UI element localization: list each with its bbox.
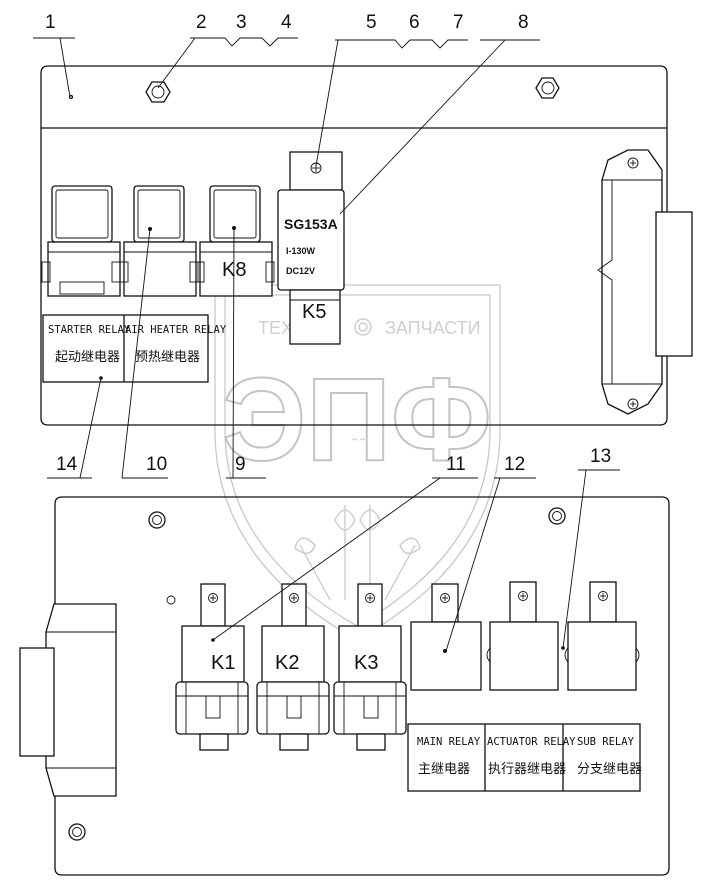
actuator-relay-en: ACTUATOR RELAY bbox=[487, 736, 576, 748]
actuator-relay-cn: 执行器继电器 bbox=[488, 762, 566, 777]
callout-1: 1 bbox=[45, 12, 56, 33]
callout-6: 6 bbox=[409, 12, 420, 33]
air-heater-relay-cn: 预热继电器 bbox=[135, 350, 200, 365]
k3-relay: K3 bbox=[333, 583, 407, 751]
watermark-right-text: ЗАПЧАСТИ bbox=[385, 318, 481, 338]
air-heater-relay bbox=[119, 185, 199, 297]
callout-12: 12 bbox=[504, 454, 525, 475]
svg-text:•• •••: •• ••• bbox=[352, 435, 368, 444]
sub-relay bbox=[564, 581, 640, 691]
relay-model-text: SG153A bbox=[284, 216, 338, 232]
flasher-relay-sg153a: SG153A I-130W DC12V K5 bbox=[277, 151, 345, 345]
k2-relay: K2 bbox=[256, 583, 330, 751]
callout-14: 14 bbox=[56, 454, 78, 475]
relay-power-text: I-130W bbox=[286, 246, 316, 256]
callout-3: 3 bbox=[236, 12, 247, 33]
starter-relay-cn: 起动继电器 bbox=[55, 350, 120, 365]
starter-relay bbox=[41, 185, 121, 297]
watermark-big-text: ЭПФ bbox=[222, 354, 491, 486]
sub-relay-cn: 分支继电器 bbox=[577, 762, 642, 777]
callout-9: 9 bbox=[235, 454, 246, 475]
callout-8: 8 bbox=[518, 12, 529, 33]
actuator-relay bbox=[486, 581, 559, 691]
starter-relay-en: STARTER RELAY bbox=[48, 324, 131, 336]
main-relay-cn: 主继电器 bbox=[418, 762, 470, 777]
callout-5: 5 bbox=[366, 12, 377, 33]
callout-7: 7 bbox=[453, 12, 464, 33]
bottom-panel: K1 K2 bbox=[19, 496, 670, 876]
k1-label: K1 bbox=[211, 652, 235, 674]
bottom-relay-label-box: MAIN RELAY 主继电器 ACTUATOR RELAY 执行器继电器 SU… bbox=[407, 723, 642, 792]
top-right-connector bbox=[597, 149, 693, 415]
callout-4: 4 bbox=[281, 12, 292, 33]
air-heater-relay-en: AIR HEATER RELAY bbox=[125, 324, 227, 336]
callout-2: 2 bbox=[196, 12, 207, 33]
bottom-left-connector bbox=[19, 603, 117, 797]
relay-voltage-text: DC12V bbox=[286, 266, 315, 276]
sub-relay-en: SUB RELAY bbox=[577, 736, 635, 748]
callout-11: 11 bbox=[446, 454, 466, 475]
k8-relay: K8 bbox=[195, 185, 275, 297]
k2-label: K2 bbox=[275, 652, 299, 674]
main-relay bbox=[410, 583, 482, 691]
callout-13: 13 bbox=[590, 446, 611, 467]
k1-relay: K1 bbox=[175, 583, 249, 751]
watermark-logo: ТЕХНИКА ЗАПЧАСТИ ЭПФ •• ••• bbox=[214, 284, 501, 641]
k5-label: K5 bbox=[302, 301, 326, 323]
callouts: 1 2 3 4 5 6 7 8 9 10 14 11 bbox=[33, 12, 620, 652]
top-panel: K8 SG153A I-130W DC12V K5 bbox=[40, 65, 693, 426]
callout-10: 10 bbox=[146, 454, 167, 475]
main-relay-en: MAIN RELAY bbox=[417, 736, 481, 748]
k3-label: K3 bbox=[354, 652, 378, 674]
top-relay-label-box: STARTER RELAY 起动继电器 AIR HEATER RELAY 预热继… bbox=[42, 314, 227, 383]
